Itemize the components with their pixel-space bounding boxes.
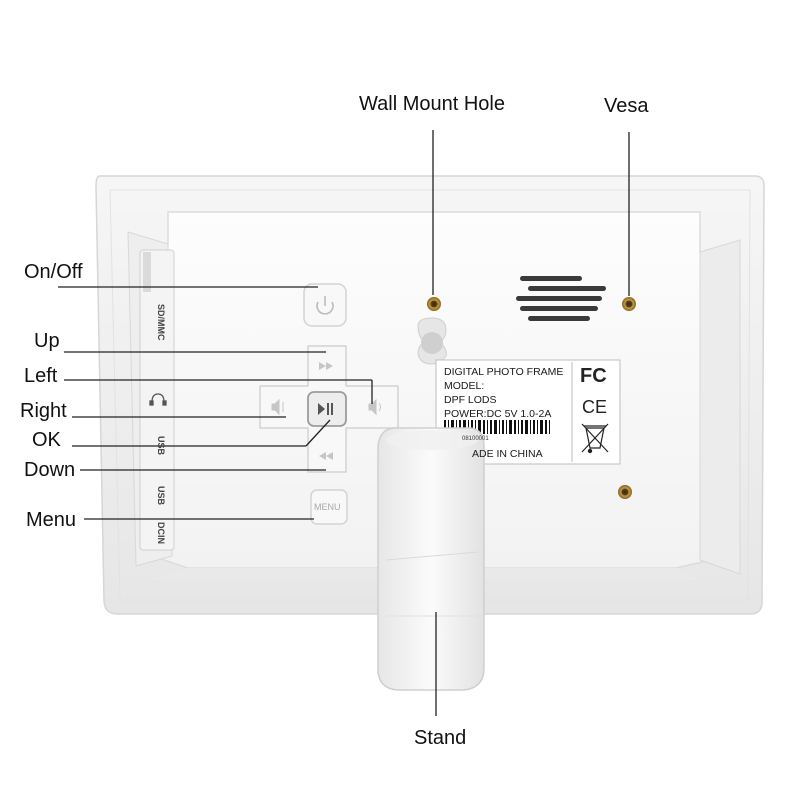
- port-label-sd-mmc: SD/MMC: [156, 304, 166, 341]
- ok-button[interactable]: [307, 391, 347, 427]
- sticker-made-in: ADE IN CHINA: [472, 448, 543, 460]
- rewind-icon: [319, 452, 333, 460]
- barcode: [444, 420, 550, 434]
- sticker-line-1: DIGITAL PHOTO FRAME: [444, 366, 564, 378]
- sd-slot: [143, 252, 151, 292]
- fast-forward-icon: [319, 362, 333, 370]
- sticker-barcode-number: 08100001: [462, 436, 489, 442]
- port-label-usb-2: USB: [156, 486, 166, 506]
- headphone-icon: [149, 393, 167, 406]
- right-button[interactable]: [271, 398, 284, 416]
- fc-mark: FC: [580, 365, 607, 387]
- vesa-screw: [622, 297, 636, 311]
- power-button[interactable]: [303, 283, 347, 327]
- ce-mark: CE: [582, 397, 608, 417]
- port-strip: [139, 249, 175, 551]
- label-on-off: On/Off: [24, 261, 83, 283]
- label-down: Down: [24, 459, 76, 481]
- ok-line-diag: [305, 419, 331, 447]
- vesa-screw-lower: [618, 485, 632, 499]
- up-button[interactable]: [319, 362, 333, 370]
- speaker-grille: [516, 276, 606, 321]
- label-menu: Menu: [26, 509, 77, 531]
- sticker-line-3: DPF LODS: [444, 394, 497, 406]
- label-ok: OK: [32, 429, 61, 451]
- power-icon: [316, 296, 334, 315]
- sticker-line-4: POWER:DC 5V 1.0-2A: [444, 408, 552, 420]
- label-vesa: Vesa: [604, 95, 649, 117]
- sticker-line-2: MODEL:: [444, 380, 485, 392]
- spec-sticker: [435, 359, 621, 465]
- label-stand: Stand: [414, 727, 467, 749]
- label-up: Up: [34, 330, 60, 352]
- port-label-usb-1: USB: [156, 436, 166, 456]
- weee-bin-icon: [581, 423, 609, 454]
- menu-button-label: MENU: [314, 502, 341, 512]
- stand: [377, 427, 485, 691]
- wall-mount-screw: [427, 297, 441, 311]
- play-pause-icon: [318, 403, 333, 415]
- label-wall-mount-hole: Wall Mount Hole: [359, 93, 505, 115]
- label-left: Left: [24, 365, 58, 387]
- menu-button[interactable]: [310, 489, 348, 525]
- volume-down-icon: [271, 398, 284, 416]
- callout-lines: [58, 130, 630, 716]
- port-label-dc-in: DCIN: [156, 522, 166, 544]
- label-right: Right: [20, 400, 67, 422]
- down-button[interactable]: [319, 452, 333, 460]
